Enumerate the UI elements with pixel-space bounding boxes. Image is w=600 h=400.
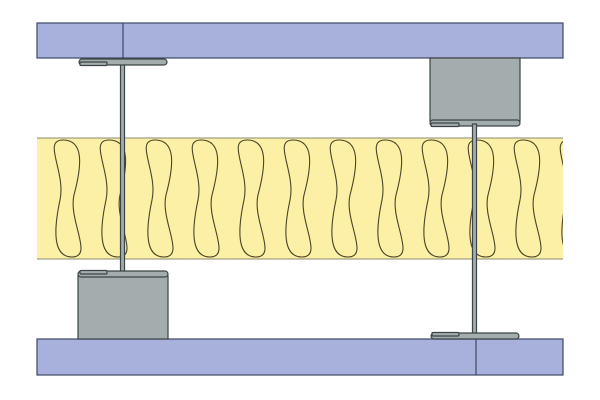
right-channel-lip (430, 122, 460, 128)
left-stud-top-lip (79, 61, 108, 67)
insulation-layer (37, 137, 563, 260)
bottom-board (36, 338, 564, 376)
left-stud-web (119, 61, 126, 275)
top-board (36, 22, 564, 59)
insulation-lobe (53, 139, 82, 258)
insulation-lobe (191, 139, 220, 258)
boards (36, 22, 564, 376)
insulation-lobe (513, 139, 542, 258)
insulation-fill (37, 138, 563, 259)
insulation-lobe (329, 139, 358, 258)
left-channel-lip (79, 269, 108, 275)
insulation-lobe (283, 139, 312, 258)
insulation-lobe (375, 139, 404, 258)
left-channel (77, 275, 169, 340)
insulation-lobe (421, 139, 450, 258)
right-stud-bottom-lip (431, 331, 460, 337)
insulation-lobe (145, 139, 174, 258)
right-stud-web (471, 123, 478, 336)
insulation-lobe (237, 139, 266, 258)
right-channel (429, 57, 521, 122)
insulation-lobes (53, 139, 563, 258)
steel-studs (77, 57, 521, 340)
insulation-lobe (559, 141, 563, 245)
